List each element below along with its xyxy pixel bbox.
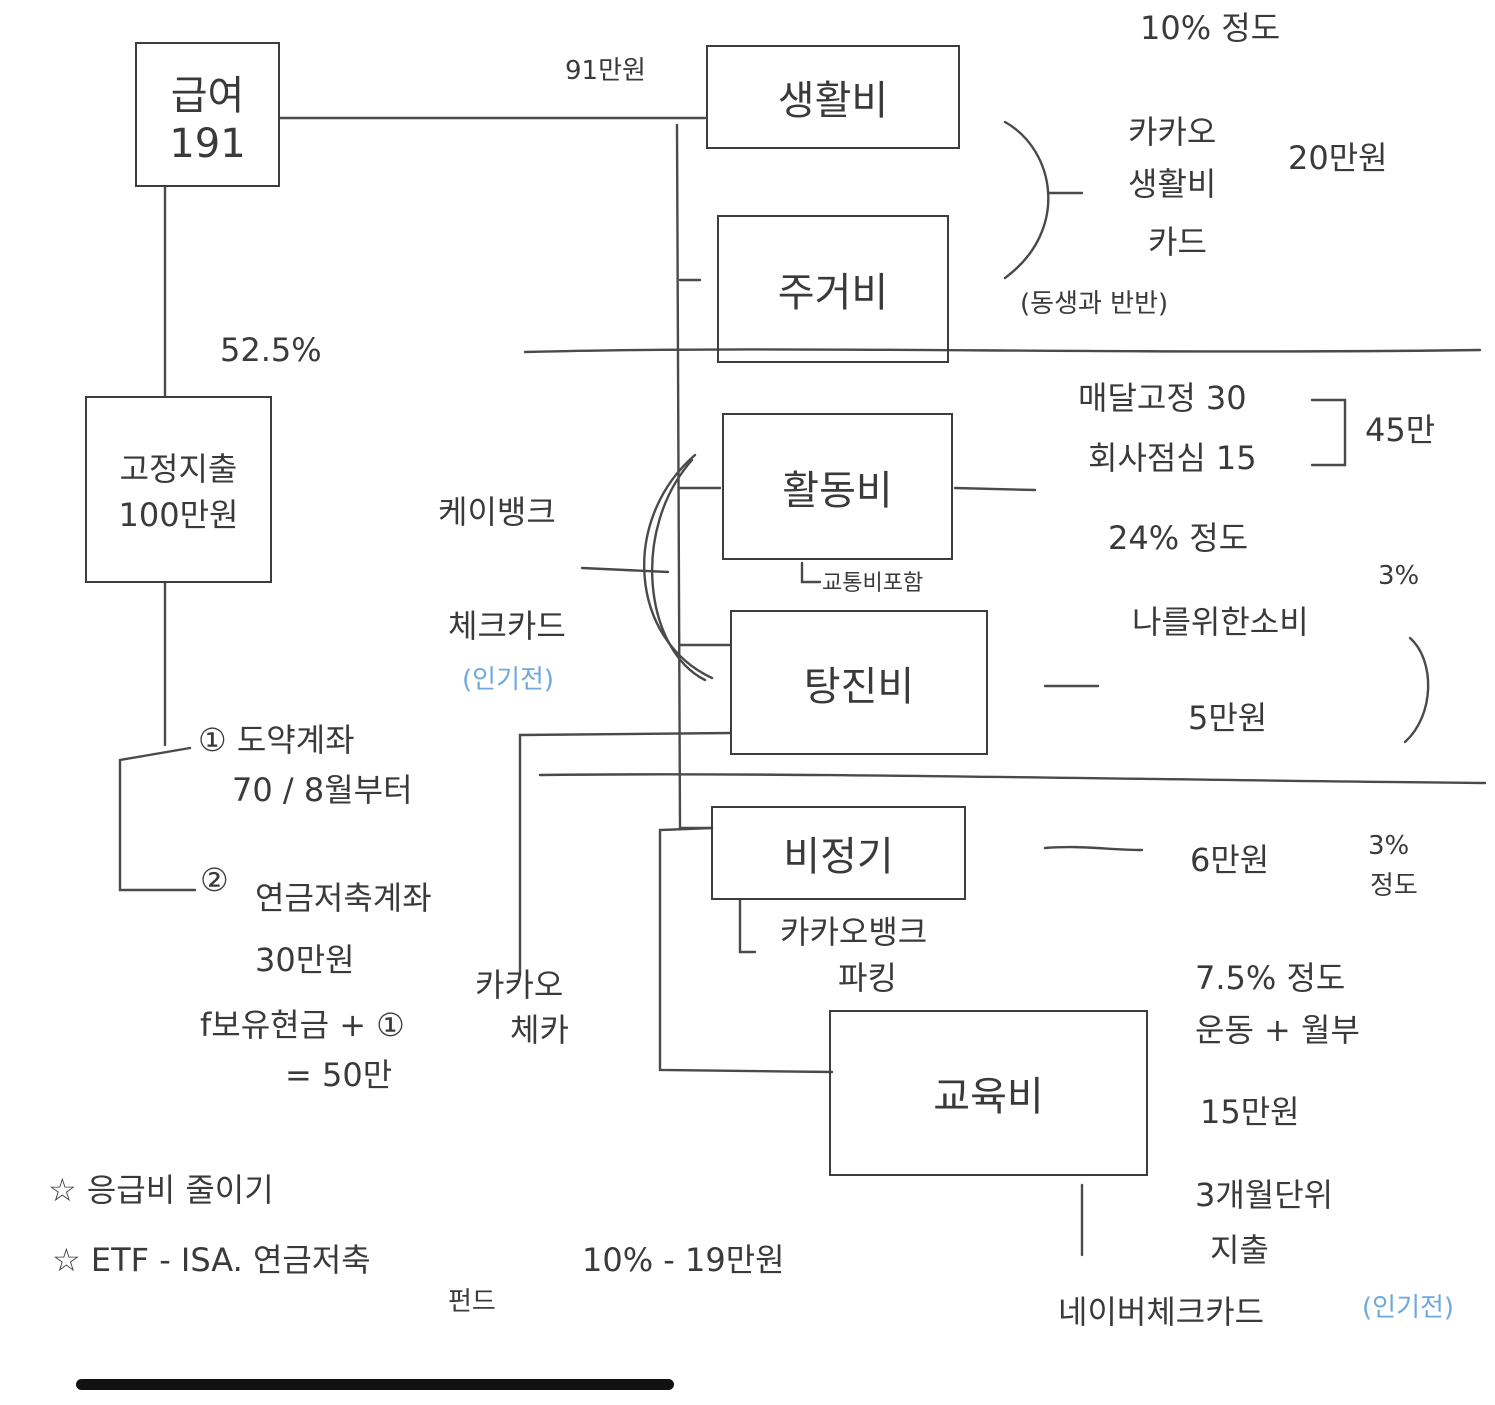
pleasure-cost-box: 탕진비 [730, 610, 988, 755]
kakaobank-parking-line2: 파킹 [838, 959, 897, 997]
saving-1-label: ① 도약계좌 [198, 721, 355, 759]
saving-1-detail: 70 / 8월부터 [232, 771, 413, 809]
kakao-card-line2: 생활비 [1128, 165, 1217, 203]
saving-2-amount: 30만원 [255, 941, 355, 979]
quarterly-line1: 3개월단위 [1195, 1176, 1334, 1214]
salary-label: 급여 [170, 72, 245, 119]
fixed-expense-amount: 100만원 [118, 495, 239, 534]
kbank-check-card-label: 체크카드 [448, 607, 566, 645]
fixed-expense-box: 고정지출 100만원 [85, 396, 272, 583]
amount-45-label: 45만 [1365, 411, 1436, 449]
pct-3b-line1: 3% [1368, 831, 1410, 861]
kakao-card-line3: 카드 [1148, 223, 1207, 261]
housing-cost-box: 주거비 [717, 215, 949, 363]
note-1: ☆ 응급비 줄이기 [48, 1171, 274, 1209]
education-cost-box: 교육비 [829, 1010, 1148, 1176]
saving-extra-label: f보유현금 + ① [200, 1006, 405, 1044]
kakao-card-line1: 카카오 [1128, 113, 1217, 151]
activity-cost-box: 활동비 [722, 413, 953, 560]
amount-91-label: 91만원 [565, 56, 646, 86]
quarterly-line2: 지출 [1210, 1231, 1269, 1269]
kbank-label: 케이뱅크 [438, 493, 556, 531]
kakao-check-line2: 체카 [510, 1011, 569, 1049]
pct-75-label: 7.5% 정도 [1195, 959, 1346, 997]
amount-15-label: 15만원 [1200, 1093, 1300, 1131]
amount-6-label: 6만원 [1190, 841, 1270, 879]
education-cost-label: 교육비 [933, 1074, 1044, 1120]
self-spend-label: 나를위한소비 [1132, 603, 1309, 641]
note-2-amount: 10% - 19만원 [582, 1241, 785, 1279]
kakao-check-line1: 카카오 [475, 966, 564, 1004]
pct-3b-line2: 정도 [1370, 871, 1418, 901]
note-2: ☆ ETF - ISA. 연금저축 [52, 1241, 371, 1279]
living-cost-label: 생활비 [777, 78, 889, 124]
pct-24-label: 24% 정도 [1108, 519, 1249, 557]
activity-cost-label: 활동비 [782, 467, 893, 514]
irregular-cost-label: 비정기 [783, 834, 894, 880]
fixed-expense-label: 고정지출 [119, 449, 238, 488]
note-2-fund: 펀드 [448, 1287, 496, 1317]
saving-2-number: ② [200, 861, 229, 899]
amount-5-label: 5만원 [1188, 699, 1268, 737]
top-10pct-label: 10% 정도 [1140, 9, 1281, 47]
salary-box: 급여 191 [135, 42, 280, 187]
percent-52-label: 52.5% [220, 331, 322, 369]
saving-extra-amount: = 50만 [285, 1056, 393, 1094]
split-note: (동생과 반반) [1020, 289, 1169, 319]
kakaobank-parking-line1: 카카오뱅크 [780, 913, 928, 951]
housing-cost-label: 주거비 [777, 270, 889, 316]
naver-card-label: 네이버체크카드 [1058, 1293, 1265, 1331]
pleasure-cost-label: 탕진비 [803, 663, 915, 710]
transport-included-label: 교통비포함 [822, 571, 924, 596]
exercise-plus-label: 운동 + 월부 [1195, 1011, 1360, 1049]
kbank-card-note: (인기전) [462, 665, 555, 695]
naver-card-note: (인기전) [1362, 1293, 1455, 1323]
company-lunch-label: 회사점심 15 [1088, 439, 1257, 477]
living-cost-box: 생활비 [706, 45, 960, 149]
home-indicator-bar[interactable] [76, 1379, 674, 1390]
salary-amount: 191 [169, 120, 246, 167]
pct-3-label: 3% [1378, 561, 1420, 591]
saving-2-label: 연금저축계좌 [255, 879, 432, 917]
irregular-cost-box: 비정기 [711, 806, 966, 900]
amount-20-label: 20만원 [1288, 139, 1388, 177]
monthly-fixed-label: 매달고정 30 [1078, 379, 1247, 417]
